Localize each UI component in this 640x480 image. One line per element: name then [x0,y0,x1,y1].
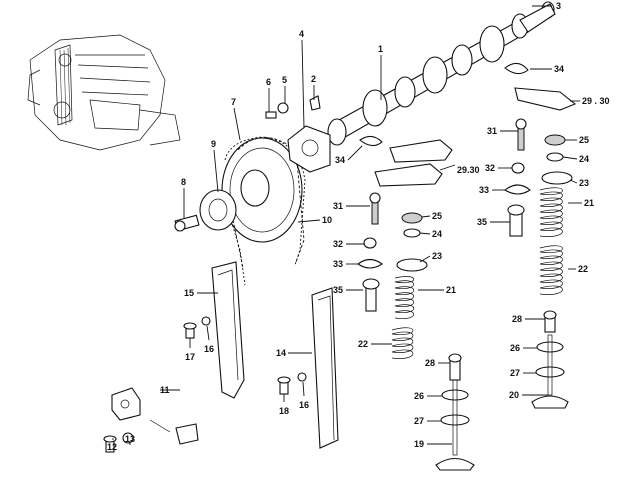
callout-20: 20 [509,390,519,400]
callout-24-left: 24 [432,229,442,239]
callout-22-right: 22 [578,264,588,274]
callout-25-left: 25 [432,211,442,221]
callout-7: 7 [231,97,236,107]
callout-32-left: 32 [333,239,343,249]
left-valve-assembly [357,192,475,471]
right-valve-assembly [504,118,573,409]
callout-34-right: 34 [554,64,564,74]
callout-16-left: 16 [204,344,214,354]
callout-27-right: 27 [510,368,520,378]
callout-34-left: 34 [335,155,345,165]
callout-21-left: 21 [446,285,456,295]
callout-6: 6 [266,77,271,87]
callout-11: 11 [160,385,170,395]
callout-3: 3 [556,1,561,11]
callout-15: 15 [184,288,194,298]
callout-1: 1 [378,44,383,54]
callout-9: 9 [211,139,216,149]
chain-guides [211,261,339,449]
callout-28-right: 28 [512,314,522,324]
callout-31-right: 31 [487,126,497,136]
callout-8: 8 [181,177,186,187]
fasteners [103,316,307,453]
callout-25-right: 25 [579,135,589,145]
callout-4: 4 [299,29,304,39]
callout-31-left: 31 [333,201,343,211]
plate-bolt-group [265,95,331,173]
engine-thumbnail [27,34,181,151]
callout-13: 13 [125,434,135,444]
callout-23-right: 23 [579,178,589,188]
callout-33-right: 33 [479,185,489,195]
callout-29-30-left: 29.30 [457,165,480,175]
callout-14: 14 [276,348,286,358]
callout-29-30-right: 29 . 30 [582,96,610,106]
callout-labels: 1 2 3 4 5 6 7 8 9 10 11 12 13 14 15 16 1… [107,1,610,452]
callout-22-left: 22 [358,339,368,349]
callout-21-right: 21 [584,198,594,208]
chain-tensioner [111,387,199,445]
callout-33-left: 33 [333,259,343,269]
callout-26-left: 26 [414,391,424,401]
callout-23-left: 23 [432,251,442,261]
callout-17: 17 [185,352,195,362]
cam-sprocket-and-chain [174,136,306,286]
callout-26-right: 26 [510,343,520,353]
callout-28-left: 28 [425,358,435,368]
callout-27-left: 27 [414,416,424,426]
callout-10: 10 [322,215,332,225]
callout-24-right: 24 [579,154,589,164]
rocker-arms [359,62,577,187]
callout-2: 2 [311,74,316,84]
callout-12: 12 [107,442,117,452]
callout-35-right: 35 [477,217,487,227]
callout-18: 18 [279,406,289,416]
leader-lines [112,5,582,445]
callout-35-left: 35 [333,285,343,295]
camshaft [327,1,556,146]
callout-19: 19 [414,439,424,449]
callout-32-right: 32 [485,163,495,173]
callout-5: 5 [282,75,287,85]
callout-16-right: 16 [299,400,309,410]
